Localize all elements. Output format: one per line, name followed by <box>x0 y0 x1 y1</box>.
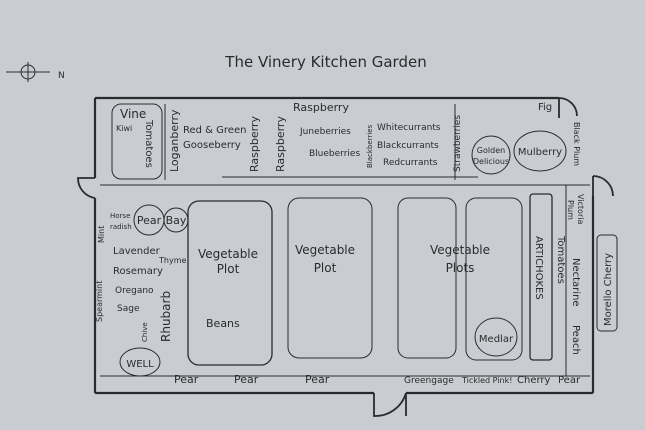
golden-delicious-tree <box>471 135 511 175</box>
blueberries-label: Blueberries <box>309 149 360 159</box>
loganberry-label: Loganberry <box>168 109 181 172</box>
north-label: N <box>58 71 65 81</box>
medlar-tree <box>474 317 518 357</box>
north-compass-icon <box>6 62 50 82</box>
bay-label: Bay <box>166 214 187 227</box>
gooseberry-label: Gooseberry <box>183 140 241 151</box>
raspberry-2-label: Raspberry <box>274 116 287 172</box>
raspberry-1-label: Raspberry <box>248 116 261 172</box>
medlar-label: Medlar <box>479 334 514 345</box>
lavender-label: Lavender <box>113 246 161 257</box>
cherry-label: Cherry <box>517 375 551 386</box>
east-door-icon <box>592 175 614 197</box>
artichokes-bed <box>529 193 553 361</box>
plot1-line2: Plot <box>217 262 240 276</box>
page-title: The Vinery Kitchen Garden <box>224 53 426 71</box>
vine-bed <box>111 103 163 180</box>
fig-label: Fig <box>538 102 552 113</box>
mint-label: Mint <box>97 226 106 243</box>
plot1-line1: Vegetable <box>198 247 258 261</box>
tomatoes-right-label: Tomatoes <box>555 235 566 284</box>
artichokes-label: ARTICHOKES <box>533 236 544 300</box>
morello-cherry-label: Morello Cherry <box>603 253 614 326</box>
plum-label: Plum <box>566 200 575 220</box>
plot2-line2: Plot <box>314 261 337 275</box>
whitecurrants-label: Whitecurrants <box>377 123 441 133</box>
pear-bottom-1: Pear <box>174 373 199 386</box>
greengage-label: Greengage <box>404 376 454 386</box>
red-green-label: Red & Green <box>183 125 246 136</box>
beans-label: Beans <box>206 317 240 330</box>
mulberry-tree <box>513 130 567 172</box>
victoria-label: Victoria <box>576 194 585 224</box>
delicious-label: Delicious <box>473 157 509 166</box>
garden-walls <box>93 96 595 395</box>
mulberry-label: Mulberry <box>518 147 562 158</box>
well-circle <box>119 347 161 377</box>
vegetable-plot-1 <box>187 200 273 366</box>
pear-bottom-2: Pear <box>234 373 259 386</box>
south-door-icon <box>373 392 407 417</box>
vegetable-plot-3b <box>465 197 523 361</box>
sage-label: Sage <box>117 304 140 314</box>
oregano-label: Oregano <box>115 286 154 296</box>
pear-bottom-4: Pear <box>558 375 581 386</box>
redcurrants-label: Redcurrants <box>383 158 438 168</box>
fig-gate-icon <box>558 97 578 118</box>
juneberries-label: Juneberries <box>299 127 351 137</box>
spearmint-label: Spearmint <box>95 281 104 322</box>
rhubarb-label: Rhubarb <box>159 291 173 342</box>
vine-label: Vine <box>120 107 146 121</box>
plot2-line1: Vegetable <box>295 243 355 257</box>
radish-label: radish <box>110 223 132 231</box>
thyme-label: Thyme <box>158 256 186 265</box>
plot3-line2: Plots <box>446 261 475 275</box>
black-plum-label: Black Plum <box>572 122 581 166</box>
plot3-line1: Vegetable <box>430 243 490 257</box>
blackberries-label: Blackberries <box>366 124 374 168</box>
raspberry-header-label: Raspberry <box>293 101 349 114</box>
nectarine-label: Nectarine <box>570 258 581 307</box>
well-label: WELL <box>126 359 154 370</box>
pear-tree-label: Pear <box>137 214 162 227</box>
pear-bottom-3: Pear <box>305 373 330 386</box>
horse-label: Horse <box>110 212 130 220</box>
tickled-pink-label: Tickled Pink! <box>461 376 512 385</box>
chive-label: Chive <box>141 322 149 342</box>
rosemary-label: Rosemary <box>113 266 163 277</box>
path-lines <box>100 104 590 377</box>
blackcurrants-label: Blackcurrants <box>377 141 439 151</box>
vegetable-plot-3a <box>397 197 457 359</box>
peach-label: Peach <box>570 325 581 355</box>
strawberries-label: Strawberries <box>453 115 463 172</box>
golden-label: Golden <box>477 146 505 155</box>
morello-cherry-box <box>596 234 618 332</box>
tomatoes-vine-label: Tomatoes <box>143 119 154 168</box>
kiwi-label: Kiwi <box>116 124 132 133</box>
vegetable-plot-2 <box>287 197 373 359</box>
west-door-icon <box>77 177 96 199</box>
